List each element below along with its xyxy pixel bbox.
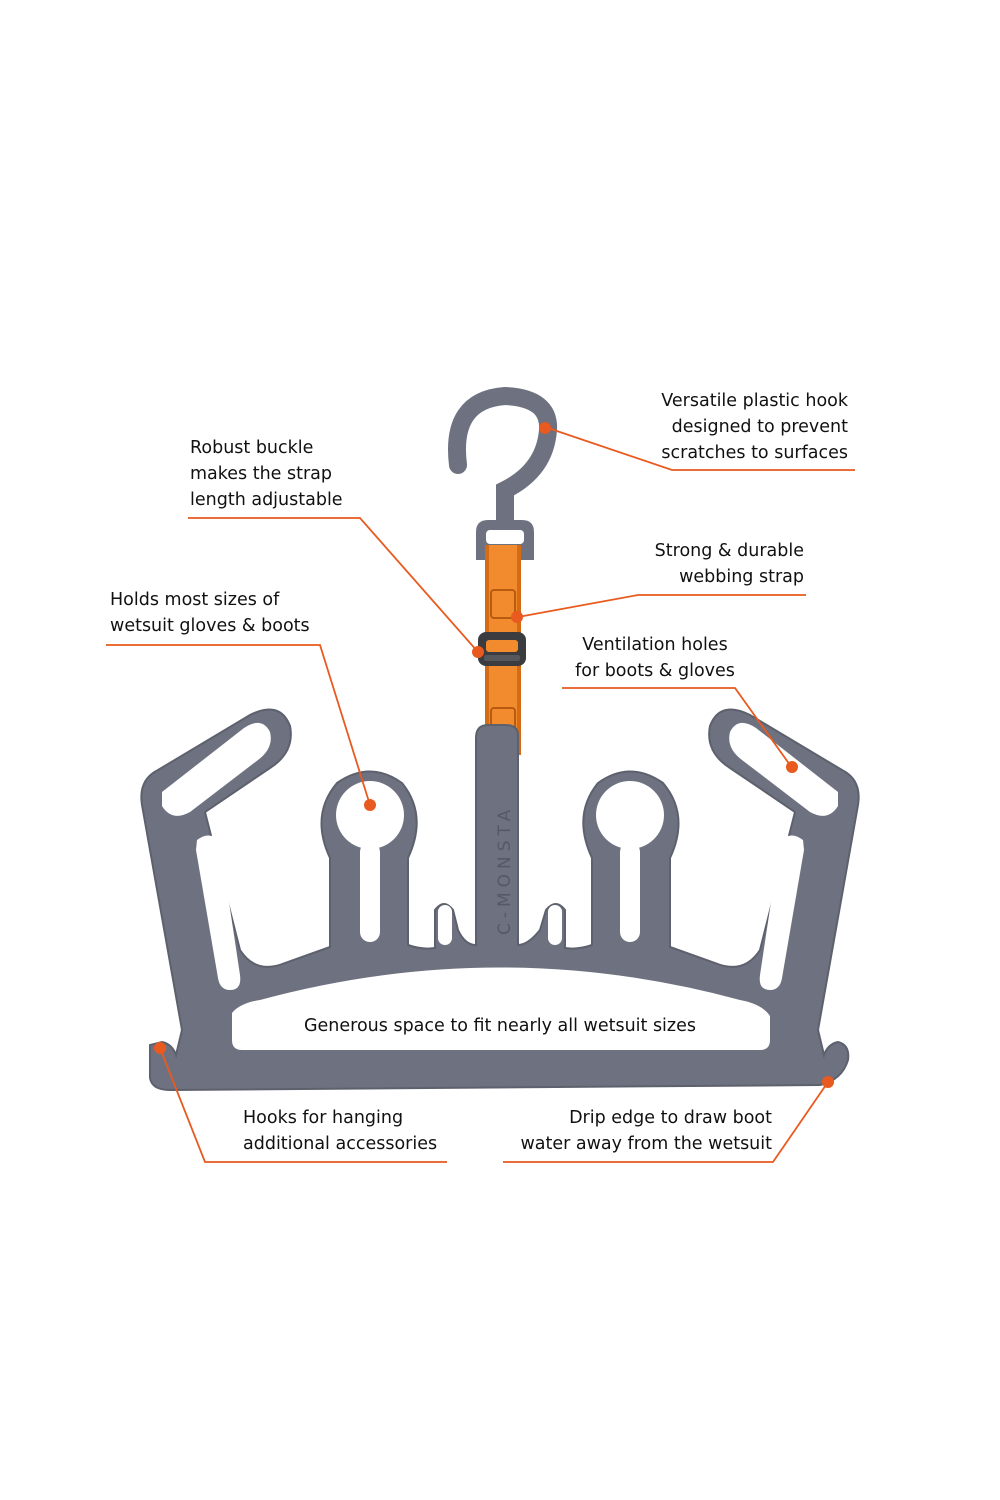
callout-line-buckle [188, 517, 479, 653]
callout-strap-label: Strong & durable webbing strap [654, 541, 804, 587]
callout-dots [154, 422, 834, 1088]
callout-dot-accessory-hooks [154, 1042, 166, 1054]
callout-line-hook [547, 427, 855, 471]
callout-dot-strap [511, 611, 523, 623]
callout-dot-buckle [472, 646, 484, 658]
callout-lines [106, 427, 855, 1163]
callout-line-ventilation [562, 687, 791, 766]
hanger-body: C-MONSTA [140, 708, 860, 1092]
plastic-hook [448, 386, 558, 560]
callout-line-drip-edge [503, 1081, 829, 1163]
callout-space-label: Generous space to fit nearly all wetsuit… [303, 1016, 696, 1036]
callout-hook-label: Versatile plastic hook designed to preve… [661, 391, 848, 463]
callout-gloves-label: Holds most sizes of wetsuit gloves & boo… [110, 590, 310, 636]
callout-dot-hook [539, 422, 551, 434]
callout-line-strap [517, 594, 806, 618]
strap-buckle [478, 632, 526, 666]
callout-dot-ventilation [786, 761, 798, 773]
callout-buckle-label: Robust buckle makes the strap length adj… [190, 438, 343, 510]
brand-embossing: C-MONSTA [495, 805, 515, 935]
callout-accessory-hooks-label: Hooks for hanging additional accessories [243, 1108, 438, 1154]
callout-ventilation-label: Ventilation holes for boots & gloves [575, 635, 735, 681]
callout-line-accessory-hooks [159, 1047, 447, 1163]
callout-dot-drip-edge [822, 1076, 834, 1088]
callout-line-gloves [106, 644, 371, 806]
callout-dot-gloves [364, 799, 376, 811]
callout-drip-edge-label: Drip edge to draw boot water away from t… [520, 1108, 772, 1154]
